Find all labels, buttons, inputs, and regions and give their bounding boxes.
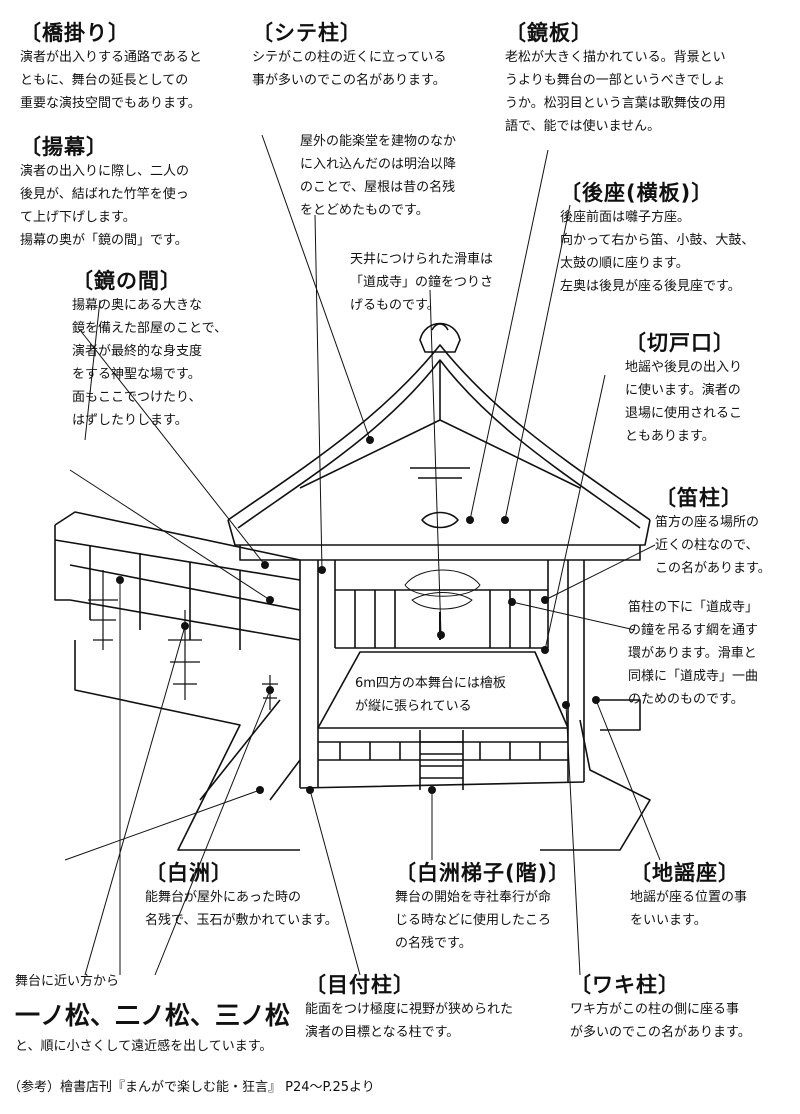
title-metsukebashira: 〔目付柱〕 <box>305 973 415 997</box>
text-line: じる時などに使用したころ <box>395 913 552 928</box>
text-line: この名があります。 <box>655 561 771 576</box>
text-line: の鐘を吊るす綱を通す <box>628 623 759 638</box>
title-agemaku: 〔揚幕〕 <box>20 135 108 159</box>
text-line: 舞台の開始を寺社奉行が命 <box>395 890 552 905</box>
text-line: 重要な演技空間でもあります。 <box>20 96 201 111</box>
title-hashigakari: 〔橋掛り〕 <box>20 21 130 45</box>
text-line: に入れ込んだのは明治以降 <box>300 157 457 172</box>
note-ring: 笛柱の下に「道成寺」 の鐘を吊るす綱を通す 環があります。滑車と 同様に「道成寺… <box>628 596 758 711</box>
text-line: の名残です。 <box>395 936 472 951</box>
text-line: 後座前面は囃子方座。 <box>560 210 691 225</box>
label-pines: 舞台に近い方から 一ノ松、二ノ松、三ノ松 と、順に小さくして遠近感を出しています… <box>15 970 290 1058</box>
text-line: をとどめたものです。 <box>300 203 429 218</box>
roof <box>227 322 651 561</box>
text-line: 語で、能では使いません。 <box>505 119 661 134</box>
stage-steps <box>419 730 464 790</box>
title-kagaminoma: 〔鏡の間〕 <box>72 269 182 293</box>
title-kagamiita: 〔鏡板〕 <box>505 21 593 45</box>
text-line: をいいます。 <box>630 913 707 928</box>
text-line: 面もここでつけたり、 <box>72 390 202 405</box>
text-line: のことで、屋根は昔の名残 <box>300 180 456 195</box>
text-line: うか。松羽目という言葉は歌舞伎の用 <box>505 96 726 111</box>
label-jiutaiza: 〔地謡座〕 地謡が座る位置の事 をいいます。 <box>630 860 747 932</box>
text-line: 6m四方の本舞台には檜板 <box>355 676 506 691</box>
label-fuebashira: 〔笛柱〕 笛方の座る場所の 近くの柱なので、 この名があります。 <box>655 485 771 580</box>
stage-floor <box>299 651 585 789</box>
text-line: 事が多いのでこの名があります。 <box>252 73 446 88</box>
text-line: 演者が最終的な身支度 <box>72 344 203 359</box>
label-shirasu: 〔白洲〕 能舞台が屋外にあった時の 名残で、玉石が敷かれています。 <box>145 860 338 932</box>
text-line: うよりも舞台の一部というべきでしょ <box>505 73 726 88</box>
text-line: ともあります。 <box>625 429 715 444</box>
label-shirasubashigo: 〔白洲梯子(階)〕 舞台の開始を寺社奉行が命 じる時などに使用したころ の名残で… <box>395 860 570 955</box>
pines-intro: 舞台に近い方から <box>15 974 120 989</box>
title-fuebashira: 〔笛柱〕 <box>655 486 743 510</box>
text-line: 環があります。滑車と <box>628 646 757 661</box>
leader-lines <box>64 134 661 976</box>
label-atoza: 〔後座(横板)〕 後座前面は囃子方座。 向かって右から笛、小鼓、大鼓、 太鼓の順… <box>560 180 754 298</box>
label-shitebashira: 〔シテ柱〕 シテがこの柱の近くに立っている 事が多いのでこの名があります。 <box>252 20 446 92</box>
label-kagamiita: 〔鏡板〕 老松が大きく描かれている。背景とい うよりも舞台の一部というべきでしょ… <box>505 20 726 138</box>
text-line: 演者が出入りする通路であると <box>20 50 202 65</box>
pines-names: 一ノ松、二ノ松、三ノ松 <box>15 1001 291 1030</box>
text-line: 揚幕の奥にある大きな <box>72 298 203 313</box>
pines-outro: と、順に小さくして遠近感を出しています。 <box>15 1039 273 1054</box>
text-line: 「道成寺」の鐘をつりさ <box>350 275 494 290</box>
label-hashigakari: 〔橋掛り〕 演者が出入りする通路であると ともに、舞台の延長としての 重要な演技… <box>20 20 202 115</box>
text-line: が多いのでこの名があります。 <box>570 1025 751 1040</box>
pine-trees <box>88 570 278 710</box>
text-line: 能舞台が屋外にあった時の <box>145 890 302 905</box>
note-bell-pulley: 天井につけられた滑車は 「道成寺」の鐘をつりさ げるものです。 <box>350 248 493 317</box>
label-agemaku: 〔揚幕〕 演者の出入りに際し、二人の 後見が、結ばれた竹竿を使っ て上げ下げしま… <box>20 134 189 252</box>
title-shirasubashigo: 〔白洲梯子(階)〕 <box>395 861 571 885</box>
note-roof: 屋外の能楽堂を建物のなか に入れ込んだのは明治以降 のことで、屋根は昔の名残 を… <box>300 130 456 222</box>
text-line: 笛方の座る場所の <box>655 515 760 530</box>
text-line: げるものです。 <box>350 298 440 313</box>
text-line: 太鼓の順に座ります。 <box>560 256 689 271</box>
text-line: が縦に張られている <box>355 699 472 714</box>
note-stage: 6m四方の本舞台には檜板 が縦に張られている <box>355 672 506 718</box>
text-line: ワキ方がこの柱の側に座る事 <box>570 1002 740 1017</box>
text-line: をする神聖な場です。 <box>72 367 201 382</box>
title-atoza: 〔後座(横板)〕 <box>560 181 714 205</box>
text-line: 退場に使用されるこ <box>625 406 743 421</box>
text-line: 地謡が座る位置の事 <box>630 890 748 905</box>
text-line: 左奥は後見が座る後見座です。 <box>560 279 741 294</box>
text-line: 笛柱の下に「道成寺」 <box>628 600 759 615</box>
text-line: 同様に「道成寺」一曲 <box>628 669 759 684</box>
text-line: ともに、舞台の延長としての <box>20 73 189 88</box>
title-jiutaiza: 〔地謡座〕 <box>630 861 740 885</box>
text-line: 老松が大きく描かれている。背景とい <box>505 50 726 65</box>
text-line: に使います。演者の <box>625 383 741 398</box>
text-line: 鏡を備えた部屋のことで、 <box>72 321 228 336</box>
text-line: のためのものです。 <box>628 692 744 707</box>
title-kiridoguchi: 〔切戸口〕 <box>625 331 735 355</box>
title-shirasu: 〔白洲〕 <box>145 861 233 885</box>
text-line: 演者の目標となる柱です。 <box>305 1025 460 1040</box>
title-wakibashira: 〔ワキ柱〕 <box>570 973 680 997</box>
text-line: 天井につけられた滑車は <box>350 252 494 267</box>
leader-dots <box>116 436 600 794</box>
text-line: 演者の出入りに際し、二人の <box>20 164 190 179</box>
text-line: 向かって右から笛、小鼓、大鼓、 <box>560 233 755 248</box>
label-kiridoguchi: 〔切戸口〕 地謡や後見の出入り に使います。演者の 退場に使用されるこ ともあり… <box>625 330 742 448</box>
text-line: 後見が、結ばれた竹竿を使っ <box>20 187 189 202</box>
text-line: シテがこの柱の近くに立っている <box>252 50 447 65</box>
text-line: はずしたりします。 <box>72 413 188 428</box>
label-kagaminoma: 〔鏡の間〕 揚幕の奥にある大きな 鏡を備えた部屋のことで、 演者が最終的な身支度… <box>72 268 227 432</box>
title-shitebashira: 〔シテ柱〕 <box>252 21 362 45</box>
text-line: 能面をつけ極度に視野が狭められた <box>305 1002 514 1017</box>
text-line: て上げ下げします。 <box>20 210 136 225</box>
label-metsukebashira: 〔目付柱〕 能面をつけ極度に視野が狭められた 演者の目標となる柱です。 <box>305 972 513 1044</box>
reference-citation: （参考）檜書店刊『まんがで楽しむ能・狂言』 P24～P.25より <box>8 1080 375 1095</box>
text-line: 地謡や後見の出入り <box>625 360 743 375</box>
white-gravel <box>74 640 651 851</box>
text-line: 近くの柱なので、 <box>655 538 759 553</box>
text-line: 屋外の能楽堂を建物のなか <box>300 134 457 149</box>
text-line: 名残で、玉石が敷かれています。 <box>145 913 338 928</box>
text-line: 揚幕の奥が「鏡の間」です。 <box>20 233 188 248</box>
label-wakibashira: 〔ワキ柱〕 ワキ方がこの柱の側に座る事 が多いのでこの名があります。 <box>570 972 751 1044</box>
bridge <box>54 511 301 650</box>
